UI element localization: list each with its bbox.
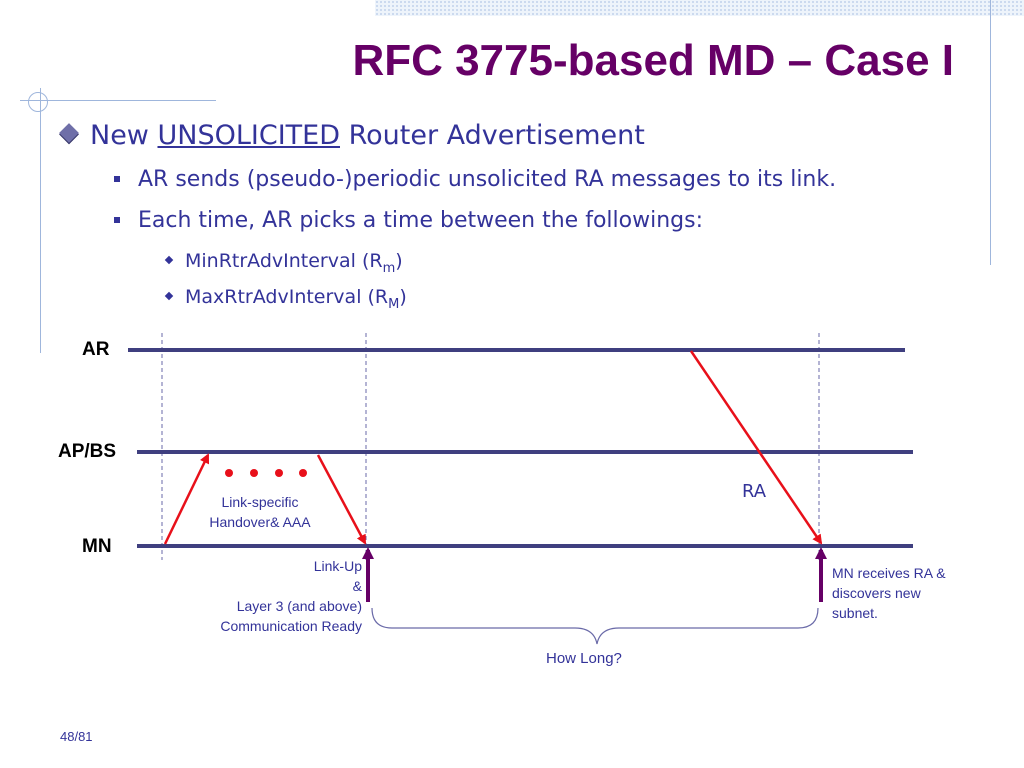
sub-bullet-text: AR sends (pseudo-)periodic unsolicited R… (138, 167, 837, 192)
interval-subscript: m (382, 260, 396, 276)
lane-label-ar: AR (82, 339, 110, 360)
mn-to-apbs-arrow (163, 453, 210, 545)
handover-label-line: Handover& AAA (209, 514, 311, 530)
sub-bullet-ar-sends: AR sends (pseudo-)periodic unsolicited R… (114, 167, 836, 192)
ra-label: RA (742, 481, 767, 502)
mn-receives-label-line: subnet. (832, 605, 878, 621)
decorative-dot-band (375, 0, 1024, 16)
sub-bullet-text: Each time, AR picks a time between the f… (138, 208, 703, 233)
link-up-label-line: Layer 3 (and above) (236, 598, 362, 614)
lane-label-apbs: AP/BS (58, 441, 117, 462)
sub-sub-bullet-max-interval: MaxRtrAdvInterval (RM) (164, 286, 407, 312)
square-bullet-icon (114, 217, 120, 223)
slide-title: RFC 3775-based MD – Case I (352, 36, 954, 85)
link-up-label: Link-Up & Layer 3 (and above) Communicat… (150, 556, 362, 636)
link-up-label-line: Link-Up (313, 558, 362, 574)
mn-receives-label-line: discovers new (832, 585, 921, 601)
how-long-label: How Long? (546, 650, 622, 667)
decorative-left-line (40, 88, 41, 353)
bullet-prefix: New (90, 120, 158, 151)
link-up-label-line: Communication Ready (220, 618, 362, 634)
handover-label: Link-specific Handover& AAA (195, 492, 325, 532)
ellipsis-dot (225, 469, 233, 477)
bullet-unsolicited-ra: New UNSOLICITED Router Advertisement (59, 120, 645, 151)
square-bullet-icon (114, 176, 120, 182)
lane-label-mn: MN (82, 536, 112, 557)
interval-name: MaxRtrAdvInterval (R (185, 286, 389, 308)
interval-close: ) (395, 250, 403, 272)
ellipsis-dot (299, 469, 307, 477)
handover-label-line: Link-specific (221, 494, 299, 510)
ellipsis-dot (275, 469, 283, 477)
ra-message-arrow (689, 350, 823, 545)
mn-receives-label: MN receives RA & discovers new subnet. (832, 563, 992, 623)
page-number: 48/81 (60, 729, 93, 744)
link-up-label-line: & (352, 578, 362, 594)
decorative-vertical-line (990, 0, 991, 265)
interval-name: MinRtrAdvInterval (R (185, 250, 383, 272)
decorative-circle (28, 92, 48, 112)
bullet-suffix: Router Advertisement (340, 120, 645, 151)
interval-close: ) (399, 286, 407, 308)
how-long-brace (371, 607, 819, 645)
bullet-underlined-word: UNSOLICITED (157, 120, 340, 151)
ellipsis-dot (250, 469, 258, 477)
sub-bullet-each-time: Each time, AR picks a time between the f… (114, 208, 703, 233)
apbs-to-mn-arrow (316, 454, 367, 545)
sub-sub-bullet-min-interval: MinRtrAdvInterval (Rm) (164, 250, 403, 276)
decorative-horizontal-line (20, 100, 216, 101)
mn-receives-label-line: MN receives RA & (832, 565, 946, 581)
interval-subscript: M (388, 296, 400, 312)
